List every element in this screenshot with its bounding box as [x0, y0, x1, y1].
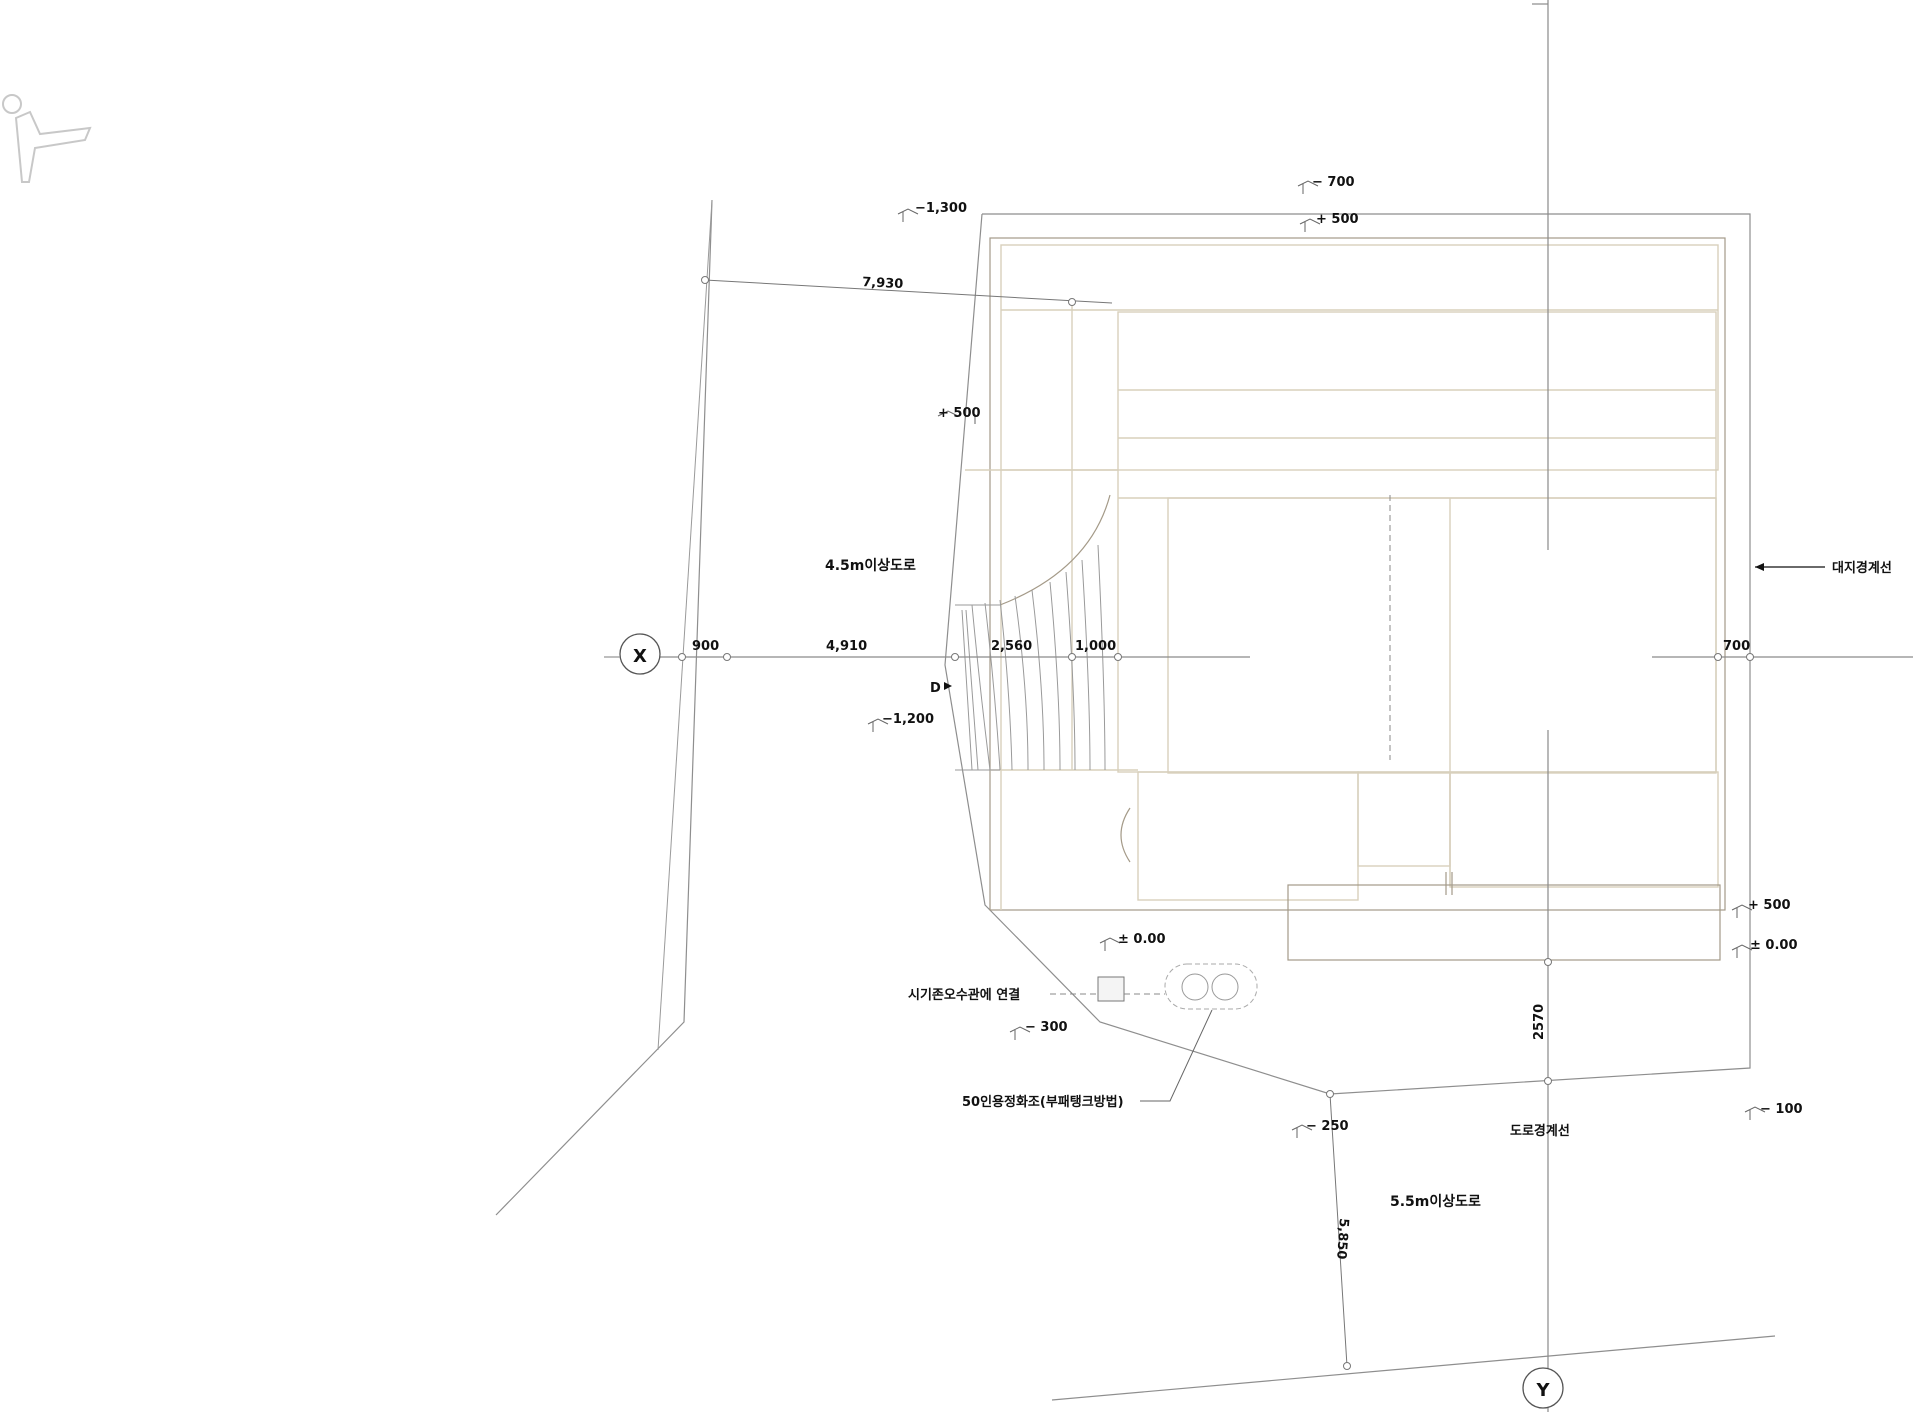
dimension-line: [1329, 1093, 1348, 1367]
grid-label-y: Y: [1535, 1380, 1550, 1401]
dim-2570: 2570: [1532, 1004, 1547, 1040]
level-m1300: −1,300: [915, 201, 967, 216]
level-m300: − 300: [1025, 1020, 1068, 1035]
north-arrow-icon: [2, 94, 92, 183]
level-m100: − 100: [1760, 1102, 1803, 1117]
entry-stair: [955, 494, 1131, 863]
level-pm000-mid: ± 0.00: [1118, 932, 1166, 947]
level-p500-left: + 500: [938, 406, 981, 421]
dim-1000: 1,000: [1075, 639, 1116, 654]
level-pm000-right: ± 0.00: [1750, 938, 1798, 953]
west-road-lines: [495, 199, 1776, 1401]
dim-900: 900: [692, 639, 719, 654]
site-boundary-label: 대지경계선: [1832, 560, 1892, 576]
building-outline: [965, 237, 1726, 961]
septic-label: 50인용정화조(부패탱크방법): [962, 1094, 1124, 1110]
dim-700: 700: [1723, 639, 1750, 654]
dim-2560: 2,560: [991, 639, 1032, 654]
door-label: D: [930, 681, 941, 696]
arrow-icon: [1755, 563, 1825, 571]
road-south-label: 5.5m이상도로: [1390, 1193, 1481, 1210]
dim-5850: 5,850: [1333, 1218, 1351, 1260]
dim-7930: 7,930: [862, 275, 904, 292]
dimension-nodes: [678, 276, 1754, 1370]
road-west-label: 4.5m이상도로: [825, 557, 916, 574]
site-boundary-line: [944, 213, 1751, 1095]
level-m1200: −1,200: [882, 712, 934, 727]
septic-tank-symbol: [1050, 963, 1258, 1102]
grid-label-x: X: [633, 646, 647, 667]
road-boundary-label: 도로경계선: [1510, 1123, 1570, 1139]
dimension-line: [704, 279, 1113, 304]
door-marker-icon: [944, 682, 952, 690]
level-m250: − 250: [1306, 1119, 1349, 1134]
sewer-label: 시기존오수관에 연결: [908, 987, 1020, 1003]
level-m700: − 700: [1312, 175, 1355, 190]
grid-bubble-y: [1522, 1367, 1564, 1409]
level-p500-top: + 500: [1316, 212, 1359, 227]
level-p500-right: + 500: [1748, 898, 1791, 913]
level-marks: [867, 180, 1766, 1138]
grid-axes: [604, 0, 1913, 1412]
grid-bubble-x: [604, 633, 661, 675]
dim-4910: 4,910: [826, 639, 867, 654]
